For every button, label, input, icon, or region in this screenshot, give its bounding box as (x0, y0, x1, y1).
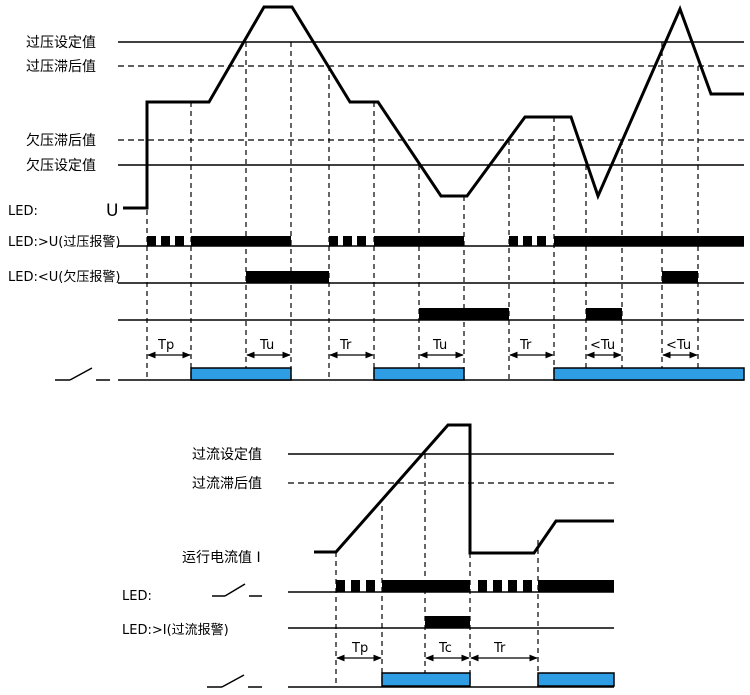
current-label: 运行电流值 I (182, 550, 261, 566)
current-timing-labels: Tp Tc Tr (351, 641, 506, 656)
timing-label: Tr (519, 338, 532, 353)
ov-led-label: LED:>U(过压报警) (8, 234, 120, 250)
u-symbol: U (106, 201, 118, 221)
relay-contact-icon (212, 583, 262, 597)
timing-label: Tp (157, 338, 174, 353)
timing-label: Tu (259, 338, 274, 353)
led-label: LED: (8, 204, 38, 219)
led-bars (336, 580, 614, 592)
timing-label: <Tu (590, 338, 615, 353)
current-section: 过流设定值 过流滞后值 运行电流值 I LED: (122, 423, 615, 688)
timing-label: Tp (351, 641, 368, 656)
relay-output-bars (190, 367, 745, 381)
timing-label: Tr (493, 641, 506, 656)
ov-set-label: 过压设定值 (26, 35, 96, 51)
ov-led-bars (147, 236, 744, 246)
voltage-section: 过压设定值 过压滞后值 欠压滞后值 欠压设定值 LED: U LED:>U(过 (8, 4, 745, 381)
uv-hyst-label: 欠压滞后值 (26, 133, 96, 149)
uv-led-label: LED:<U(欠压报警) (8, 269, 120, 285)
voltage-timing-labels: Tp Tu Tr Tu Tr <Tu <Tu (157, 338, 691, 353)
oc-hyst-label: 过流滞后值 (192, 476, 262, 492)
uv-timer-bars (419, 308, 622, 320)
relay-contact-icon (55, 367, 110, 381)
ov-hyst-label: 过压滞后值 (26, 59, 96, 75)
uv-set-label: 欠压设定值 (26, 158, 96, 174)
timing-label: Tc (438, 641, 452, 656)
oc-led-bar (425, 616, 470, 628)
voltage-event-lines (146, 42, 699, 380)
relay-contact-icon (207, 674, 262, 688)
oc-led-label: LED:>I(过流报警) (122, 622, 229, 638)
timing-label: <Tu (666, 338, 691, 353)
relay-output-bars (381, 672, 615, 687)
voltage-waveform (123, 4, 744, 210)
timing-label: Tr (339, 338, 352, 353)
current-waveform (314, 423, 614, 555)
oc-set-label: 过流设定值 (192, 447, 262, 463)
timing-label: Tu (432, 338, 447, 353)
uv-led-bars (246, 271, 698, 283)
led-label: LED: (122, 589, 152, 604)
